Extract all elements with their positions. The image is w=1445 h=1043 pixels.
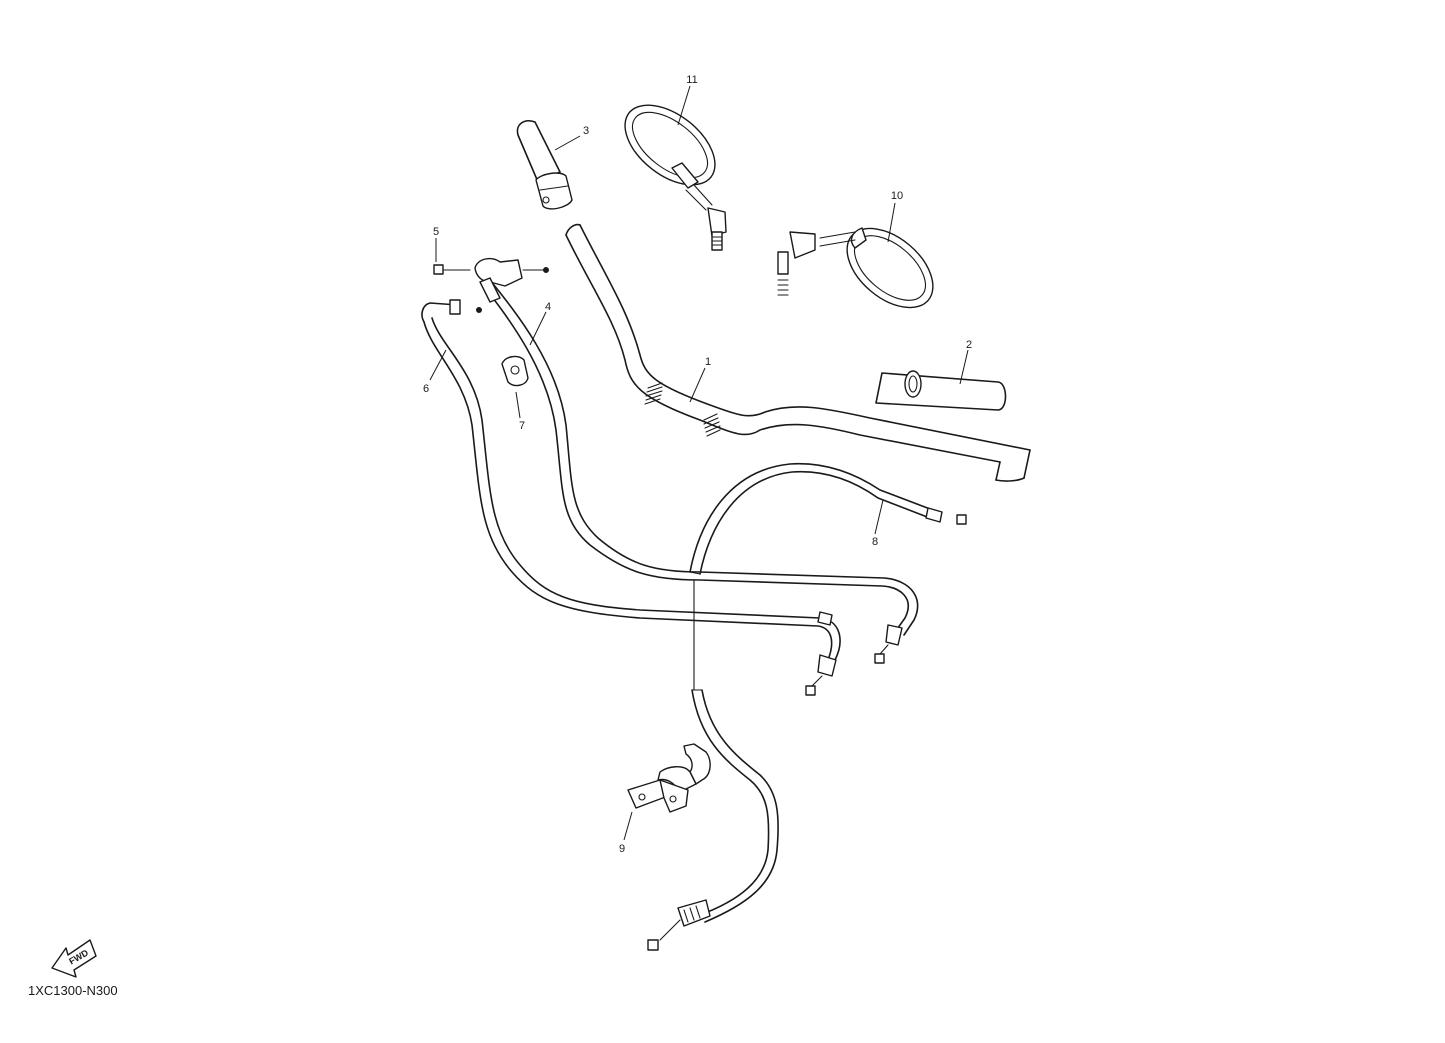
drawing-code: 1XC1300-N300 bbox=[28, 983, 118, 998]
callout-10: 10 bbox=[891, 190, 903, 202]
callout-11: 11 bbox=[686, 74, 697, 86]
clutch-cable-part-8[interactable] bbox=[647, 462, 967, 951]
grip-part-2[interactable] bbox=[875, 370, 1007, 411]
throttle-grip-part-3[interactable] bbox=[516, 119, 573, 210]
throttle-cable-part-6[interactable] bbox=[421, 299, 841, 696]
callout-6: 6 bbox=[423, 383, 429, 395]
cable-holder-part-7[interactable] bbox=[501, 355, 529, 387]
callout-2: 2 bbox=[966, 339, 972, 351]
callout-3: 3 bbox=[583, 125, 589, 137]
fwd-arrow-icon: FWD bbox=[51, 939, 97, 978]
callout-1: 1 bbox=[705, 356, 711, 368]
callout-8: 8 bbox=[872, 536, 878, 548]
callout-5: 5 bbox=[433, 226, 439, 238]
callout-4: 4 bbox=[545, 301, 551, 313]
handlebar-part-1[interactable] bbox=[565, 223, 1031, 482]
mirror-right-part-10[interactable] bbox=[777, 213, 948, 323]
mirror-left-part-11[interactable] bbox=[611, 89, 730, 251]
callout-7: 7 bbox=[519, 420, 525, 432]
callout-9: 9 bbox=[619, 843, 625, 855]
callout-labels: 1 2 3 4 5 6 7 8 9 10 11 bbox=[423, 74, 972, 855]
callout-leaders bbox=[429, 85, 969, 841]
throttle-cable-part-4[interactable] bbox=[479, 277, 919, 664]
clamp-part-9[interactable] bbox=[627, 743, 711, 813]
